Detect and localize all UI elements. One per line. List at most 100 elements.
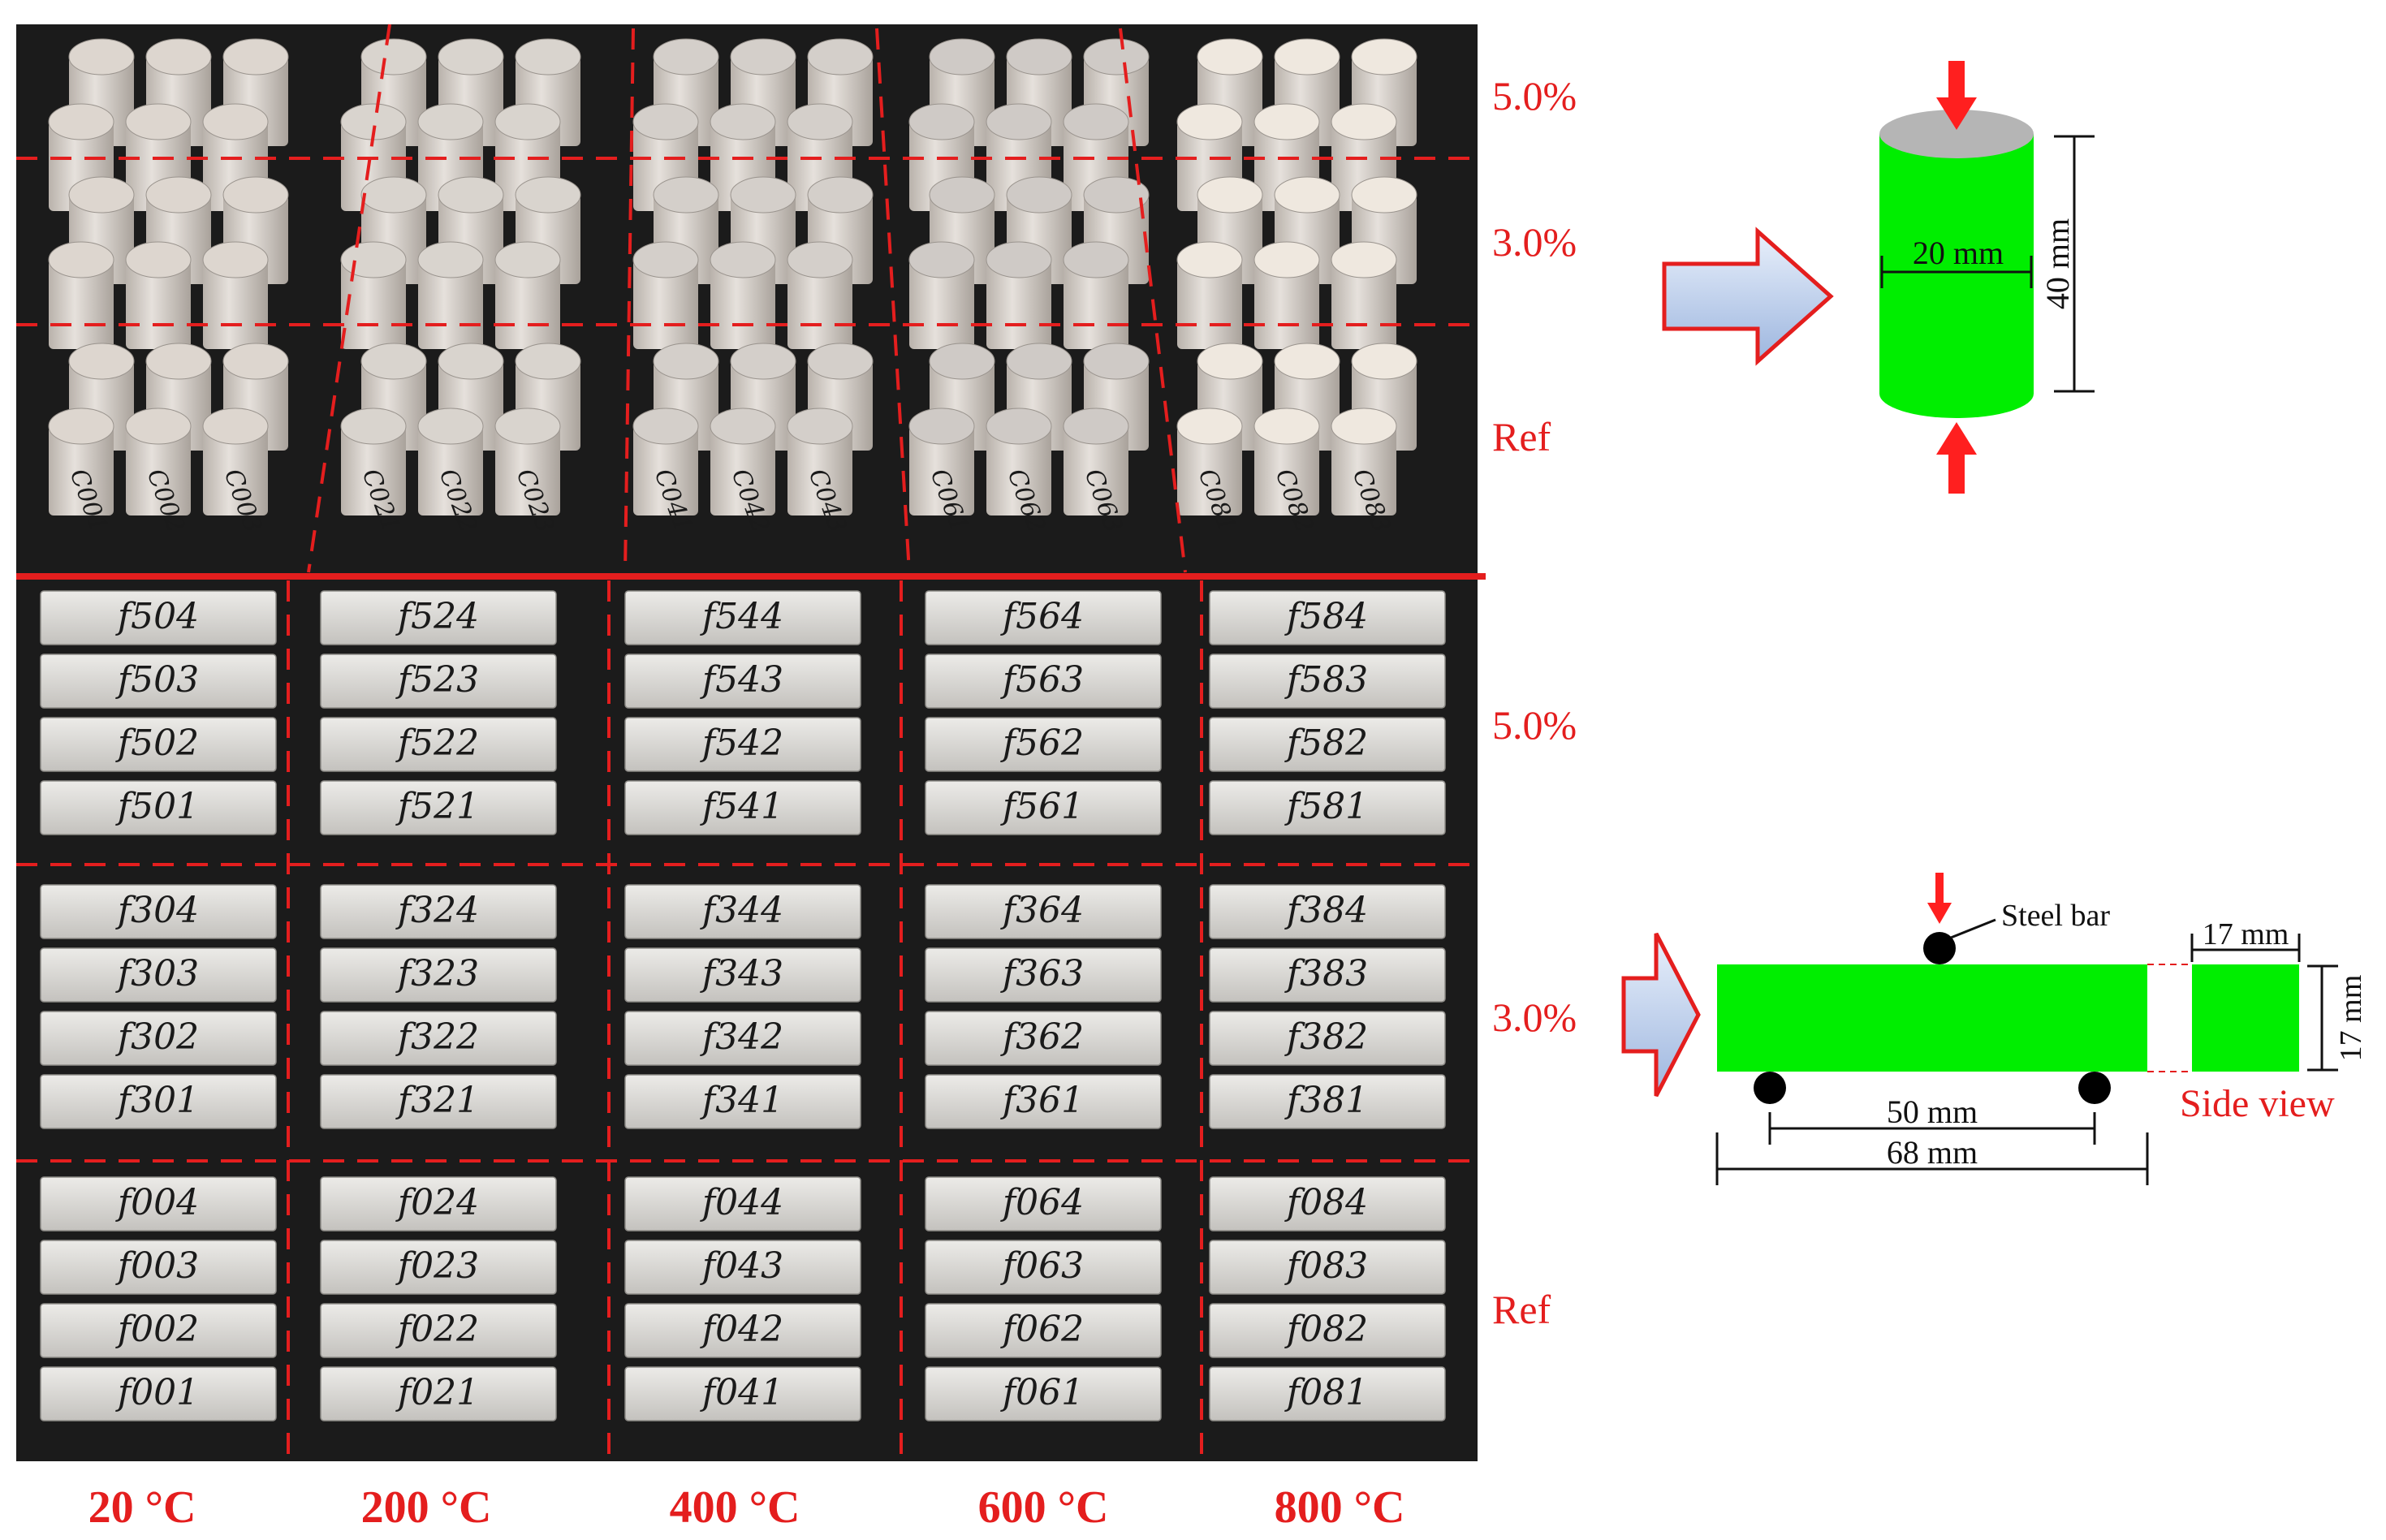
compression-diagram: 20 mm 40 mm <box>1662 61 2095 494</box>
prism-code-label: f522 <box>395 723 479 764</box>
prism-specimen: f542 <box>624 717 861 772</box>
prism-specimen: f041 <box>624 1366 861 1421</box>
temp-label-400: 400 °C <box>670 1482 800 1533</box>
load-arrow-bottom <box>1936 422 1977 494</box>
prism-specimen: f044 <box>624 1176 861 1232</box>
prism-code-label: f002 <box>115 1309 199 1350</box>
prism-specimen: f381 <box>1209 1074 1446 1129</box>
prism-code-label: f064 <box>1000 1182 1084 1223</box>
prism-code-label: f041 <box>700 1372 783 1413</box>
prism-specimen: f523 <box>320 654 557 709</box>
prism-code-label: f324 <box>395 890 479 931</box>
prism-specimen: f062 <box>925 1303 1162 1358</box>
prism-code-label: f581 <box>1284 786 1368 827</box>
cylinder-specimen <box>340 408 407 515</box>
cylinder-specimen <box>710 241 776 349</box>
cylinder-specimen <box>710 408 776 515</box>
steel-bar-top <box>1923 932 1956 964</box>
prism-code-label: f344 <box>700 890 783 931</box>
cylinder-specimen <box>1176 241 1243 349</box>
prism-code-label: f003 <box>115 1245 199 1287</box>
prism-specimen: f544 <box>624 590 861 645</box>
prism-specimen: f583 <box>1209 654 1446 709</box>
pointer-arrow-top <box>1662 226 1834 366</box>
prism-code-label: f081 <box>1284 1372 1368 1413</box>
dashed-grid <box>16 24 1478 1461</box>
prism-specimen: f503 <box>40 654 277 709</box>
beam-side-view <box>2192 964 2299 1072</box>
cylinder-specimen <box>48 241 114 349</box>
cylinder-specimen <box>1063 241 1129 349</box>
depth-label: 17 mm <box>2334 975 2368 1062</box>
row-label-cyl-ref: Ref <box>1492 414 1551 459</box>
prism-specimen: f042 <box>624 1303 861 1358</box>
cylinder-specimen <box>908 408 975 515</box>
prism-specimen: f364 <box>925 884 1162 939</box>
width-label: 17 mm <box>2203 917 2289 951</box>
temp-label-20: 20 °C <box>88 1482 196 1533</box>
row-label-prism-5: 5.0% <box>1492 702 1577 748</box>
cylinder-specimen <box>1253 408 1320 515</box>
prism-code-label: f362 <box>1000 1016 1084 1058</box>
cylinder-specimen <box>1253 241 1320 349</box>
prism-specimen: f361 <box>925 1074 1162 1129</box>
prism-code-label: f022 <box>395 1309 479 1350</box>
prism-specimen: f021 <box>320 1366 557 1421</box>
prism-code-label: f343 <box>700 953 783 994</box>
prism-specimen: f003 <box>40 1240 277 1295</box>
prism-code-label: f562 <box>1000 723 1084 764</box>
pointer-arrow-bottom <box>1621 932 1701 1098</box>
prism-specimen: f304 <box>40 884 277 939</box>
prism-code-label: f044 <box>700 1182 783 1223</box>
prism-code-label: f524 <box>395 596 479 637</box>
load-arrow-beam <box>1927 873 1952 924</box>
prism-code-label: f541 <box>700 786 783 827</box>
prism-code-label: f001 <box>115 1372 199 1413</box>
prism-specimen: f024 <box>320 1176 557 1232</box>
prism-code-label: f503 <box>115 659 199 701</box>
prism-specimen: f082 <box>1209 1303 1446 1358</box>
prism-code-label: f504 <box>115 596 199 637</box>
cylinder-specimen <box>417 241 484 349</box>
prism-code-label: f004 <box>115 1182 199 1223</box>
cylinder-specimen <box>986 408 1052 515</box>
diameter-label: 20 mm <box>1913 235 2004 271</box>
prism-specimen: f524 <box>320 590 557 645</box>
load-arrow-top <box>1936 61 1977 130</box>
prism-code-label: f383 <box>1284 953 1368 994</box>
cylinder-top-face <box>1879 110 2034 158</box>
prism-specimen: f002 <box>40 1303 277 1358</box>
prism-specimen: f323 <box>320 947 557 1003</box>
prism-specimen: f581 <box>1209 780 1446 835</box>
prism-code-label: f042 <box>700 1309 783 1350</box>
prism-specimen: f061 <box>925 1366 1162 1421</box>
bending-diagram: Steel bar 50 mm 68 mm 17 mm 17 mm Side v… <box>1621 873 2368 1185</box>
prism-code-label: f561 <box>1000 786 1084 827</box>
prism-specimen: f001 <box>40 1366 277 1421</box>
prism-specimen: f541 <box>624 780 861 835</box>
prism-specimen: f064 <box>925 1176 1162 1232</box>
prism-code-label: f321 <box>395 1080 479 1121</box>
prism-code-label: f563 <box>1000 659 1084 701</box>
prism-code-label: f322 <box>395 1016 479 1058</box>
cylinder-bottom <box>1879 369 2034 418</box>
prism-specimen: f504 <box>40 590 277 645</box>
steel-bar-left <box>1754 1072 1786 1104</box>
cylinder-specimen <box>202 103 269 211</box>
prism-specimen: f023 <box>320 1240 557 1295</box>
prism-code-label: f341 <box>700 1080 783 1121</box>
prism-code-label: f023 <box>395 1245 479 1287</box>
steel-bar-right <box>2078 1072 2111 1104</box>
cylinder-specimen <box>202 241 269 349</box>
prism-specimen: f084 <box>1209 1176 1446 1232</box>
cylinder-specimen <box>340 241 407 349</box>
temp-label-800: 800 °C <box>1275 1482 1405 1533</box>
prism-code-label: f543 <box>700 659 783 701</box>
side-view-label: Side view <box>2180 1082 2335 1125</box>
prism-specimen: f561 <box>925 780 1162 835</box>
cylinder-specimen <box>494 408 561 515</box>
cylinder-specimen <box>1331 408 1397 515</box>
prism-specimen: f563 <box>925 654 1162 709</box>
